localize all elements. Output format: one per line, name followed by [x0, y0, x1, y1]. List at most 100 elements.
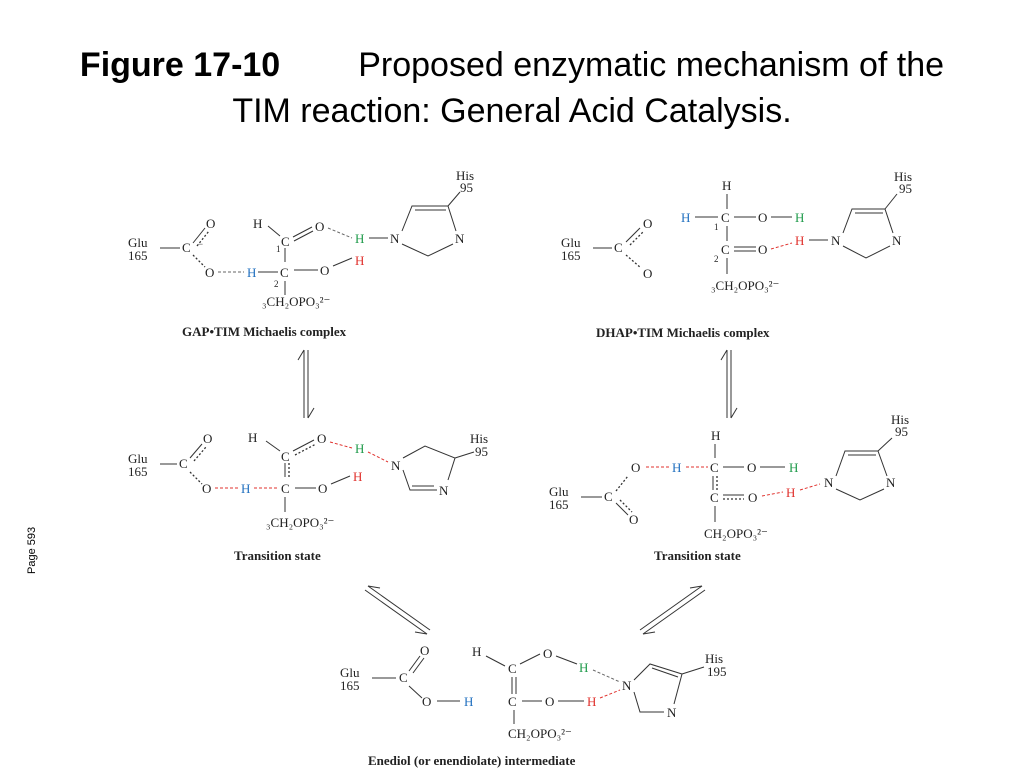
carboxylate-carbon: C — [179, 456, 188, 471]
title-line-1: Proposed enzymatic mechanism of the — [358, 46, 945, 84]
carboxylate-oxygen: O — [206, 216, 215, 231]
imidazole-n1: N — [622, 678, 632, 693]
carbonyl-oxygen: O — [748, 490, 757, 505]
c2-hydrogen: H — [247, 265, 256, 280]
carboxylate-carbon: C — [614, 240, 623, 255]
carboxylate-oxygen: O — [202, 481, 211, 496]
his-nh-hydrogen: H — [355, 441, 364, 456]
his-number: 95 — [460, 180, 473, 195]
phosphate-group: CH₂OPO₃²⁻ — [508, 726, 572, 741]
transferring-hydrogen: H — [241, 481, 250, 496]
carboxylate-carbon: C — [604, 489, 613, 504]
glu-label: Glu — [561, 235, 581, 250]
his-number: 95 — [475, 444, 488, 459]
hydroxyl-oxygen: O — [758, 210, 767, 225]
imidazole-n3: N — [892, 233, 902, 248]
slide-title: Figure 17-10 Proposed enzymatic mechanism… — [0, 42, 1024, 134]
hydroxyl-hydrogen: H — [353, 469, 362, 484]
c1-hydrogen: H — [681, 210, 690, 225]
glu-number: 165 — [128, 464, 148, 479]
transition-state-right: Glu 165 C O O H H C O H C O H CH₂OPO₃²⁻ … — [549, 412, 909, 563]
c2-hydroxyl-hydrogen: H — [587, 694, 596, 709]
glu-number: 165 — [549, 497, 569, 512]
carboxylate-oxygen: O — [205, 265, 214, 280]
caption-gap-complex: GAP•TIM Michaelis complex — [182, 324, 347, 339]
c2-oxygen: O — [545, 694, 554, 709]
c1-hydroxyl-hydrogen: H — [579, 660, 588, 675]
glu-label: Glu — [549, 484, 569, 499]
glu-label: Glu — [128, 235, 148, 250]
his-nh-hydrogen: H — [795, 233, 804, 248]
hydroxyl-oxygen: O — [318, 481, 327, 496]
imidazole-n1: N — [831, 233, 841, 248]
hydroxyl-hydrogen: H — [795, 210, 804, 225]
his-label: His — [456, 168, 474, 183]
hydroxyl-oxygen: O — [320, 263, 329, 278]
imidazole-n3: N — [439, 483, 449, 498]
imidazole-n3: N — [455, 231, 465, 246]
glu-label: Glu — [340, 665, 360, 680]
transferring-hydrogen: H — [672, 460, 681, 475]
c1-carbon: C — [508, 661, 517, 676]
his-label: His — [470, 431, 488, 446]
caption-enediol: Enediol (or enendiolate) intermediate — [368, 753, 576, 768]
phosphate-group: CH₂OPO₃²⁻ — [704, 526, 768, 541]
c2-carbon: C — [710, 490, 719, 505]
c2-carbon: C — [280, 265, 289, 280]
c2-carbon: C — [281, 481, 290, 496]
equilibrium-arrow-diag-left — [364, 585, 431, 635]
top-hydrogen: H — [722, 178, 731, 193]
equilibrium-arrow-diag-right — [639, 585, 706, 635]
carbonyl-oxygen: O — [758, 242, 767, 257]
gap-tim-complex: Glu 165 C O − O H C 2 C 1 H O H O H ₃CH₂… — [128, 168, 474, 339]
his-number: 95 — [895, 424, 908, 439]
carbon-number: 2 — [714, 254, 719, 264]
hydroxyl-oxygen: O — [747, 460, 756, 475]
c2-carbon: C — [508, 694, 517, 709]
transition-state-left: Glu 165 C O O H C C H O H O H ₃CH₂OPO₃²⁻… — [128, 430, 488, 563]
imidazole-n1: N — [824, 475, 834, 490]
carboxylic-oxygen: O — [422, 694, 431, 709]
imidazole-n3: N — [886, 475, 896, 490]
carboxylate-oxygen: O — [629, 512, 638, 527]
imidazole-n1: N — [390, 231, 400, 246]
hydroxyl-hydrogen: H — [355, 253, 364, 268]
vinyl-hydrogen: H — [472, 644, 481, 659]
his-nh-hydrogen: H — [355, 231, 364, 246]
aldehyde-hydrogen: H — [248, 430, 257, 445]
caption-ts-left: Transition state — [234, 548, 321, 563]
equilibrium-arrow-right — [720, 349, 738, 419]
carbon-number: 2 — [274, 279, 279, 289]
imidazole-n3: N — [667, 705, 677, 720]
carboxylate-oxygen: O — [631, 460, 640, 475]
glu-number: 165 — [561, 248, 581, 263]
imidazole-n1: N — [391, 458, 401, 473]
caption-ts-right: Transition state — [654, 548, 741, 563]
carbonyl-oxygen: O — [420, 643, 429, 658]
carboxylate-oxygen: O — [643, 266, 652, 281]
caption-dhap-complex: DHAP•TIM Michaelis complex — [596, 325, 770, 340]
his-label: His — [705, 651, 723, 666]
c1-oxygen: O — [543, 646, 552, 661]
his-number: 195 — [707, 664, 727, 679]
his-number: 95 — [899, 181, 912, 196]
carbon-number: 1 — [714, 222, 719, 232]
glu-number: 165 — [128, 248, 148, 263]
carboxylate-oxygen: O — [203, 431, 212, 446]
c1-carbon: C — [710, 460, 719, 475]
c1-carbon: C — [721, 210, 730, 225]
c2-carbon: C — [721, 242, 730, 257]
carbon-number: 1 — [276, 244, 281, 254]
dhap-tim-complex: Glu 165 C O O H H C 1 O H C 2 O H ₃CH₂OP… — [561, 169, 912, 340]
c1-carbon: C — [281, 449, 290, 464]
figure-label: Figure 17-10 — [79, 46, 281, 84]
carboxylate-carbon: C — [399, 670, 408, 685]
carbonyl-oxygen: O — [315, 219, 324, 234]
carboxylate-carbon: C — [182, 240, 191, 255]
hydroxyl-hydrogen: H — [789, 460, 798, 475]
carbonyl-oxygen: O — [317, 431, 326, 446]
his-label: His — [894, 169, 912, 184]
c1-carbon: C — [281, 234, 290, 249]
his-label: His — [891, 412, 909, 427]
